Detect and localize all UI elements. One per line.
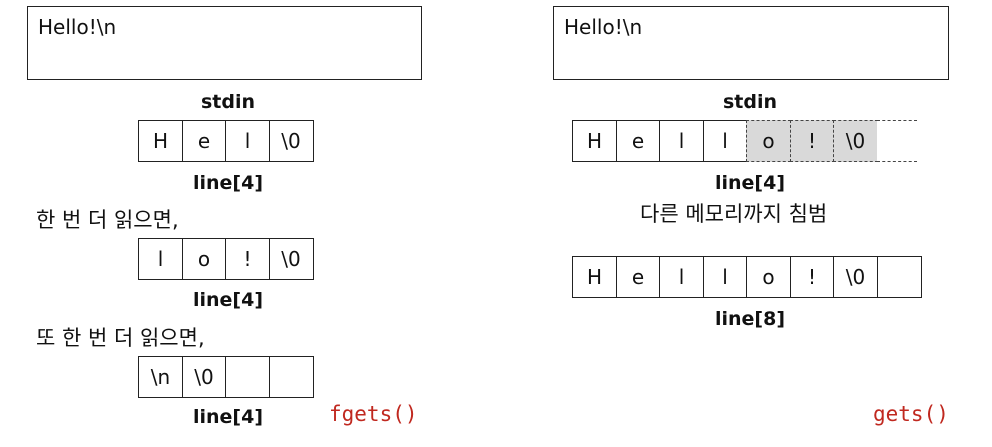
left-array-3-label: line[4] [192, 406, 264, 428]
array-cell: \0 [833, 256, 878, 298]
right-array-2-label: line[8] [714, 308, 786, 330]
right-stdin-label: stdin [722, 91, 778, 113]
array-cell: l [702, 256, 748, 298]
left-array-3: \n \0 [138, 356, 314, 398]
left-note-2: 또 한 번 더 읽으면, [36, 326, 205, 350]
left-array-2-label: line[4] [192, 289, 264, 311]
array-cell: \n [138, 356, 183, 398]
left-array-1-label: line[4] [192, 172, 264, 194]
array-cell: e [615, 256, 661, 298]
overflow-cell: \0 [833, 120, 878, 162]
left-note-1: 한 번 더 읽으면, [36, 208, 179, 232]
left-stdin-box: Hello!\n [27, 6, 422, 80]
array-cell: o [181, 238, 227, 280]
array-cell: \0 [268, 120, 314, 162]
left-stdin-text: Hello!\n [38, 15, 117, 39]
right-stdin-box: Hello!\n [553, 6, 949, 80]
array-cell: e [615, 120, 661, 162]
array-cell: ! [225, 238, 270, 280]
array-cell: l [225, 120, 270, 162]
array-cell [225, 356, 270, 398]
right-note: 다른 메모리까지 침범 [640, 202, 828, 226]
right-stdin-text: Hello!\n [564, 15, 643, 39]
array-cell: l [702, 120, 748, 162]
array-cell: H [572, 256, 617, 298]
array-cell: ! [789, 256, 835, 298]
left-array-1: H e l \0 [138, 120, 314, 162]
right-array-1-label: line[4] [714, 172, 786, 194]
array-cell: H [138, 120, 183, 162]
array-cell [876, 256, 922, 298]
right-function-label: gets() [873, 402, 949, 426]
left-function-label: fgets() [329, 402, 418, 426]
overflow-cell: o [746, 120, 791, 162]
right-array-1: H e l l o ! \0 [572, 120, 917, 162]
array-cell: l [659, 256, 704, 298]
right-array-2: H e l l o ! \0 [572, 256, 922, 298]
overflow-tail [876, 120, 917, 162]
array-cell: l [659, 120, 704, 162]
overflow-cell: ! [789, 120, 835, 162]
array-cell [268, 356, 314, 398]
array-cell: o [746, 256, 791, 298]
left-array-2: l o ! \0 [138, 238, 314, 280]
array-cell: \0 [181, 356, 227, 398]
array-cell: \0 [268, 238, 314, 280]
array-cell: l [138, 238, 183, 280]
left-stdin-label: stdin [200, 91, 256, 113]
array-cell: e [181, 120, 227, 162]
array-cell: H [572, 120, 617, 162]
